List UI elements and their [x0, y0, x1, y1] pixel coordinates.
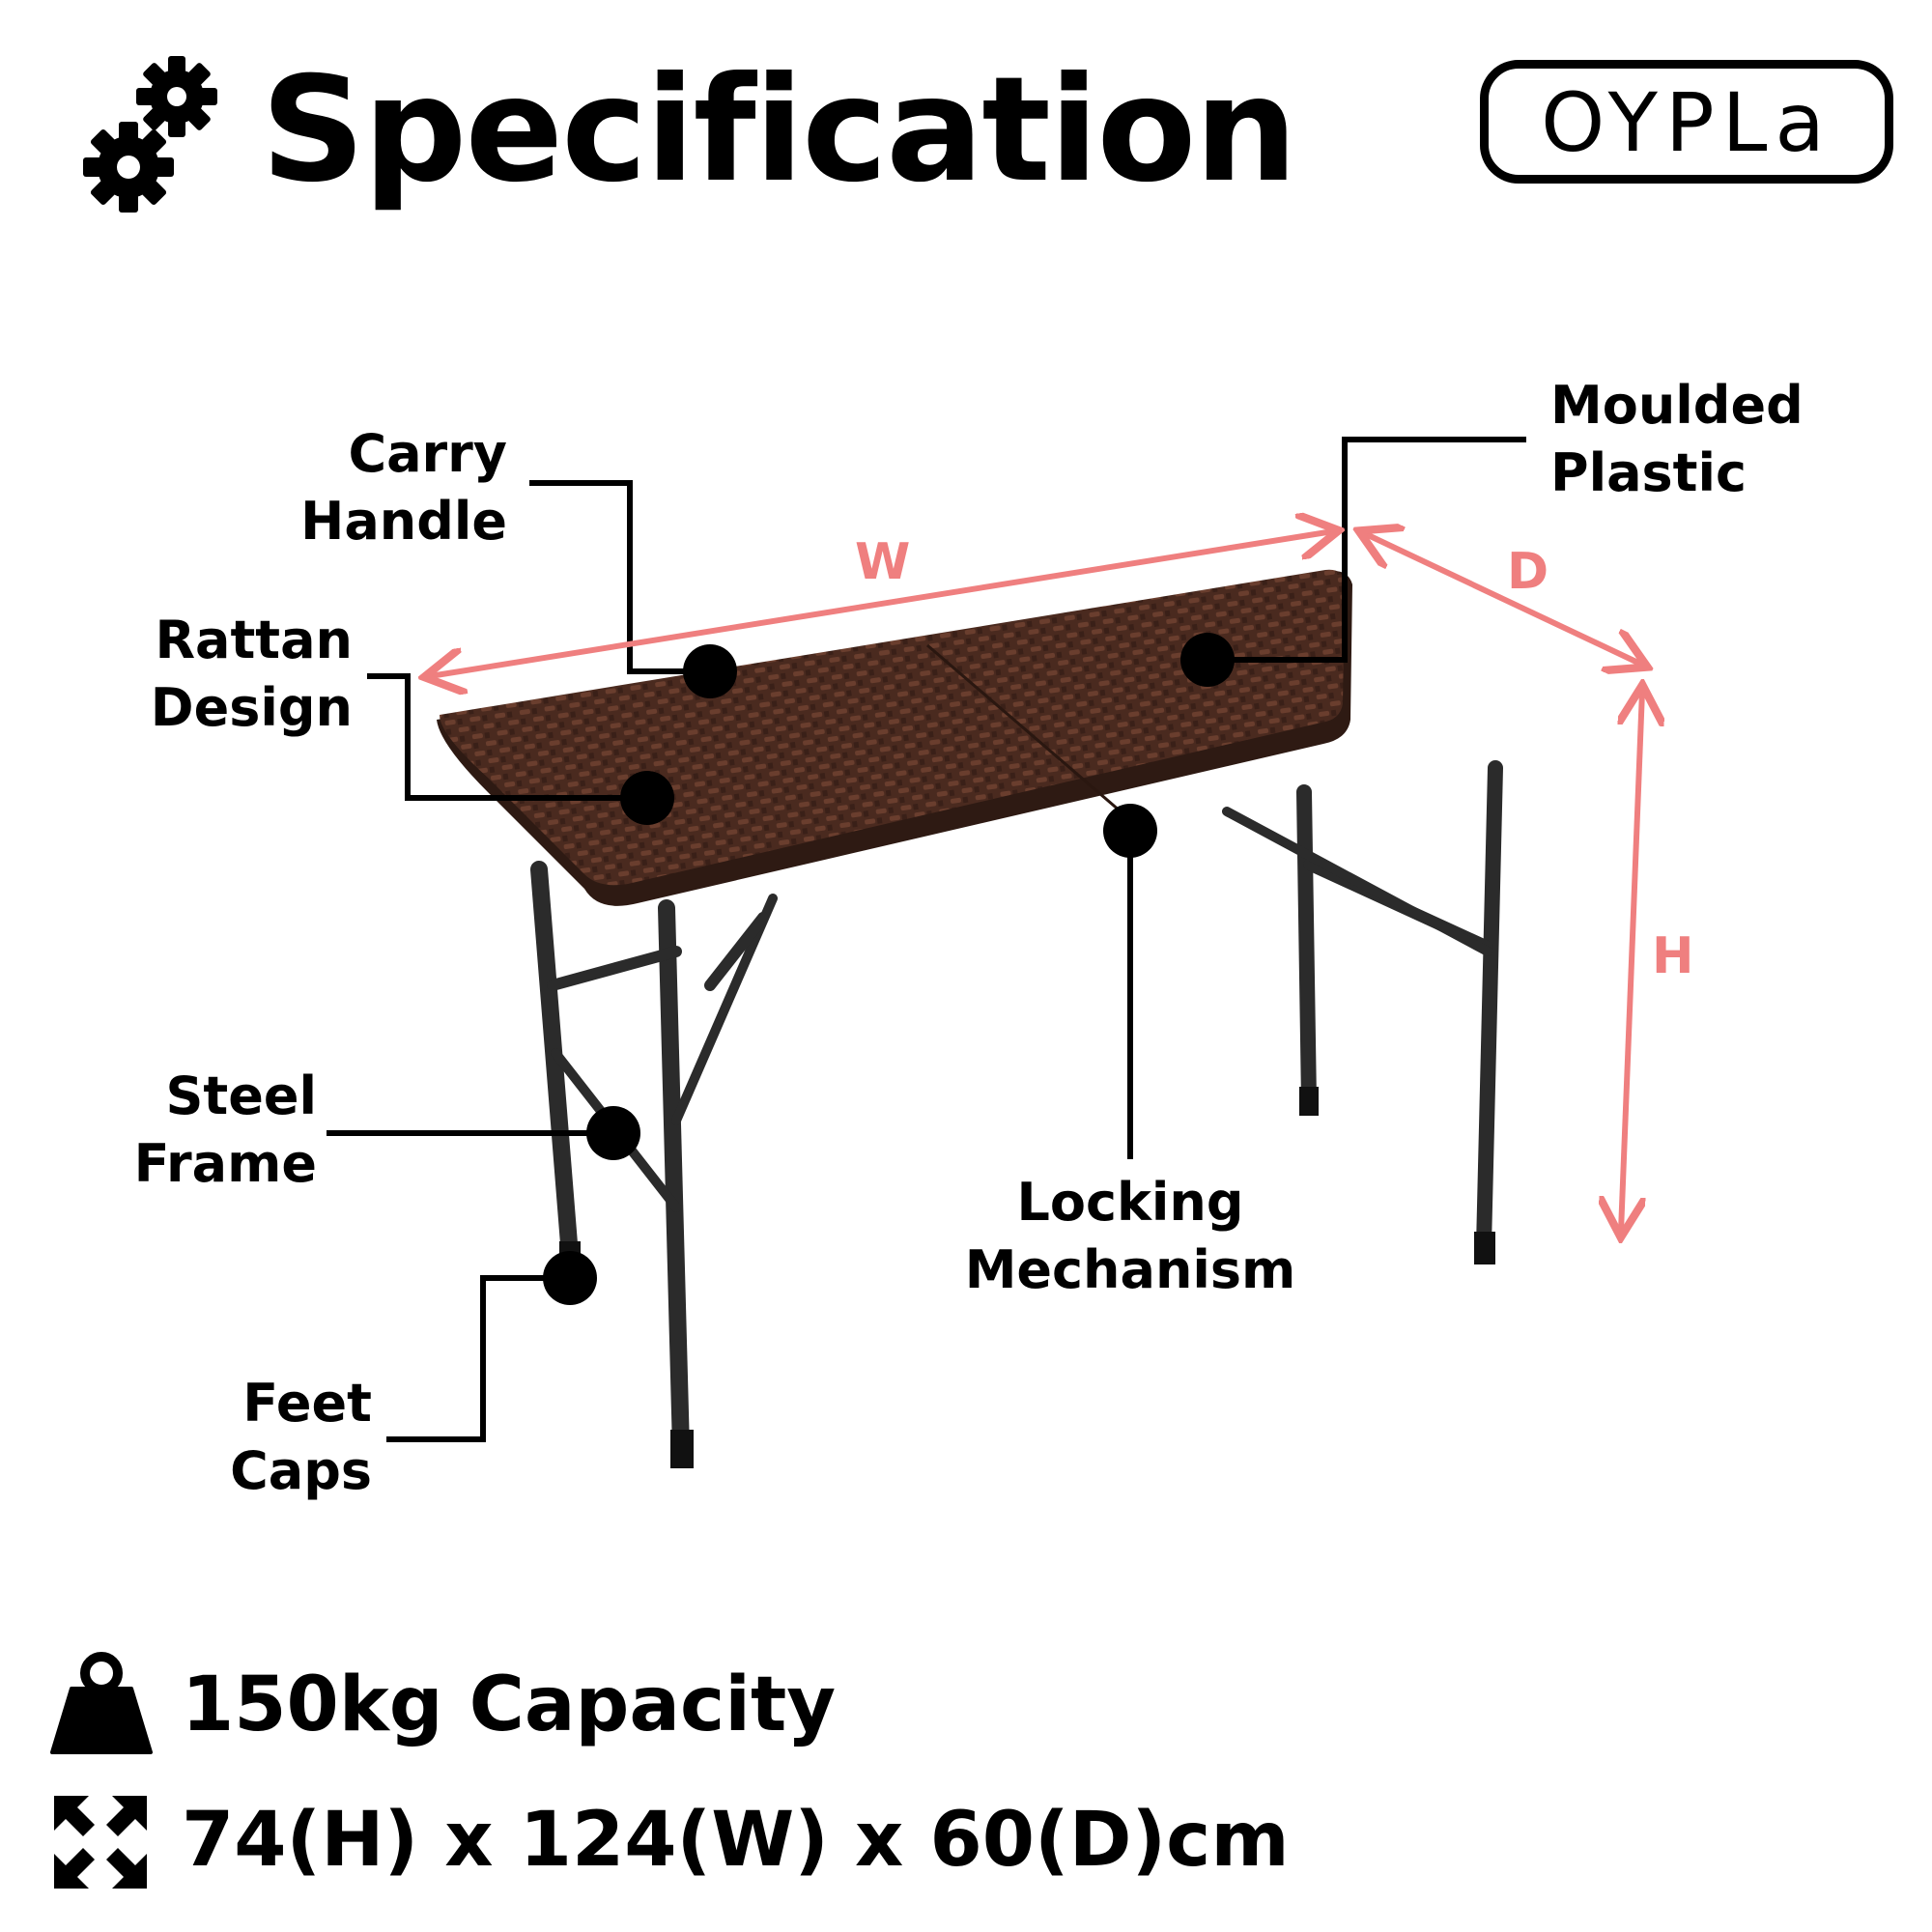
callout-moulded-plastic-line1: Moulded [1550, 375, 1804, 436]
page-title: Specification [261, 46, 1297, 214]
callout-locking-mechanism-line1: Locking [1016, 1172, 1244, 1233]
gears-icon [83, 56, 217, 213]
front-legs [530, 861, 778, 1458]
callout-locking-mechanism-line2: Mechanism [964, 1239, 1296, 1300]
front-foot-cap [670, 1430, 694, 1468]
callout-feet-caps: Feet Caps [230, 1370, 372, 1505]
back-legs [1222, 760, 1503, 1254]
callout-carry-handle-line1: Carry [348, 423, 507, 484]
callout-carry-handle: Carry Handle [300, 420, 507, 555]
width-label: W [855, 533, 911, 591]
callout-rattan-design: Rattan Design [151, 607, 353, 742]
back-foot-cap [1474, 1232, 1495, 1264]
dimensions-text: 74(H) x 124(W) x 60(D)cm [182, 1797, 1290, 1884]
capacity-text: 150kg Capacity [182, 1662, 837, 1748]
height-arrow [1621, 691, 1642, 1232]
dimension-arrows [430, 531, 1642, 1232]
weight-icon [50, 1652, 153, 1754]
callout-steel-frame-line2: Frame [133, 1133, 317, 1194]
callout-rattan-design-line1: Rattan [155, 610, 353, 670]
brand-logo: OYPLa [1480, 60, 1893, 184]
callout-steel-frame: Steel Frame [134, 1063, 317, 1198]
expand-arrows-icon [54, 1796, 147, 1889]
callout-moulded-plastic-line2: Plastic [1550, 442, 1747, 503]
callout-locking-mechanism: Locking Mechanism [927, 1169, 1333, 1304]
width-arrow [430, 531, 1333, 676]
callout-feet-caps-line2: Caps [230, 1440, 372, 1501]
leader-lines [327, 437, 1526, 1442]
back-foot-cap [1299, 1087, 1319, 1116]
depth-arrow [1364, 533, 1642, 665]
callout-feet-caps-line1: Feet [242, 1373, 372, 1434]
callout-moulded-plastic: Moulded Plastic [1550, 372, 1804, 507]
depth-label: D [1507, 543, 1549, 601]
callout-steel-frame-line1: Steel [165, 1065, 317, 1126]
brand-logo-text: OYPLa [1541, 75, 1833, 170]
callout-carry-handle-line2: Handle [300, 491, 507, 552]
callout-rattan-design-line2: Design [150, 677, 353, 738]
height-label: H [1652, 927, 1694, 985]
